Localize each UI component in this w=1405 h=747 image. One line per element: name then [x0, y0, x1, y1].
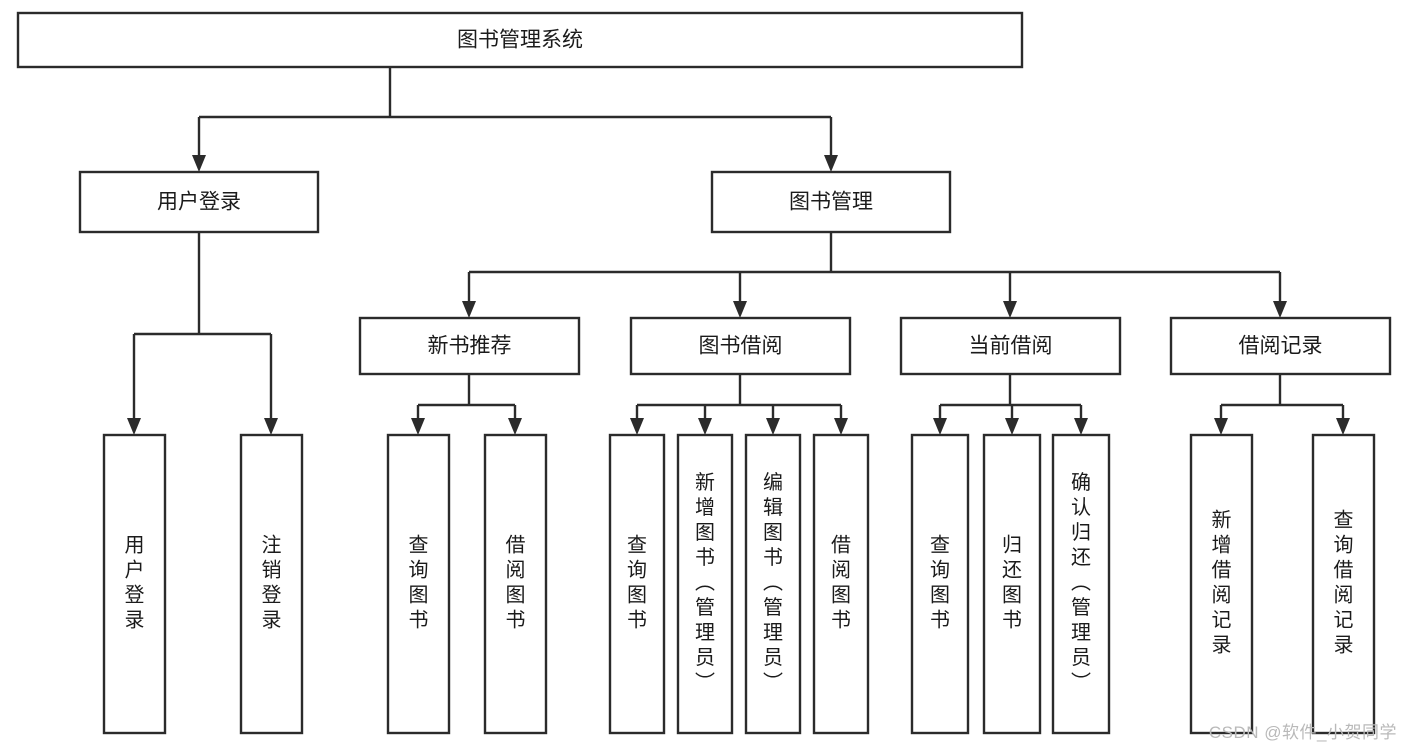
- node-book-borrow-box[interactable]: [629, 316, 852, 376]
- node-book-manage-label: 图书管理: [789, 191, 873, 214]
- node-new-book-recommend[interactable]: 新书推荐: [358, 316, 581, 376]
- node-leaf-return-book-box[interactable]: [982, 433, 1042, 735]
- node-leaf-confirm-return-label: 确认归还︵管理员︶: [1071, 471, 1091, 694]
- node-leaf-query-record-box[interactable]: [1311, 433, 1376, 735]
- node-leaf-query-book-current-label: 查询图书: [930, 534, 950, 632]
- node-leaf-edit-book-box[interactable]: [744, 433, 802, 735]
- node-leaf-add-record[interactable]: 新增借阅记录: [1189, 433, 1254, 735]
- node-new-book-recommend-label: 新书推荐: [428, 335, 512, 358]
- node-leaf-query-record-label: 查询借阅记录: [1334, 509, 1354, 657]
- node-leaf-add-book[interactable]: 新增图书︵管理员︶: [676, 433, 734, 735]
- arrow-head: [264, 418, 278, 435]
- node-leaf-query-book-borrow-label: 查询图书: [627, 534, 647, 632]
- node-user-login-label: 用户登录: [157, 191, 241, 214]
- arrow-head: [411, 418, 425, 435]
- node-leaf-return-book[interactable]: 归还图书: [982, 433, 1042, 735]
- node-book-manage-box[interactable]: [710, 170, 952, 234]
- node-borrow-record-box[interactable]: [1169, 316, 1392, 376]
- node-leaf-borrow-book-rec[interactable]: 借阅图书: [483, 433, 548, 735]
- node-leaf-user-login[interactable]: 用户登录: [102, 433, 167, 735]
- arrow-head: [698, 418, 712, 435]
- node-leaf-query-book-rec[interactable]: 查询图书: [386, 433, 451, 735]
- node-leaf-logout[interactable]: 注销登录: [239, 433, 304, 735]
- node-leaf-add-record-box[interactable]: [1189, 433, 1254, 735]
- node-leaf-borrow-book-rec-label: 借阅图书: [506, 534, 526, 632]
- arrow-head: [1336, 418, 1350, 435]
- node-leaf-query-book-borrow[interactable]: 查询图书: [608, 433, 666, 735]
- node-leaf-edit-book[interactable]: 编辑图书︵管理员︶: [744, 433, 802, 735]
- node-leaf-logout-label: 注销登录: [262, 534, 282, 632]
- arrow-head: [733, 301, 747, 318]
- node-borrow-record[interactable]: 借阅记录: [1169, 316, 1392, 376]
- arrow-head: [1003, 301, 1017, 318]
- node-current-borrow-box[interactable]: [899, 316, 1122, 376]
- arrow-head: [127, 418, 141, 435]
- connector-layer: [127, 67, 1350, 435]
- connector-root-to-level2: [192, 67, 838, 172]
- node-leaf-borrow-book-rec-box[interactable]: [483, 433, 548, 735]
- node-user-login-box[interactable]: [78, 170, 320, 234]
- arrow-head: [766, 418, 780, 435]
- node-root-label: 图书管理系统: [457, 29, 583, 52]
- connector-current-borrow-to-leaves: [933, 374, 1088, 435]
- node-leaf-query-book-borrow-box[interactable]: [608, 433, 666, 735]
- node-leaf-confirm-return[interactable]: 确认归还︵管理员︶: [1051, 433, 1111, 735]
- node-user-login[interactable]: 用户登录: [78, 170, 320, 234]
- node-new-book-recommend-box[interactable]: [358, 316, 581, 376]
- arrow-head: [824, 155, 838, 172]
- node-leaf-query-book-rec-box[interactable]: [386, 433, 451, 735]
- arrow-head: [1273, 301, 1287, 318]
- node-leaf-user-login-box[interactable]: [102, 433, 167, 735]
- connector-book-manage-to-level3: [462, 232, 1287, 318]
- node-leaf-edit-book-label: 编辑图书︵管理员︶: [763, 471, 783, 694]
- csdn-watermark: CSDN @软件_小贺同学: [1208, 723, 1397, 742]
- node-leaf-borrow-book-box[interactable]: [812, 433, 870, 735]
- node-book-borrow-label: 图书借阅: [699, 335, 783, 358]
- node-leaf-add-book-box[interactable]: [676, 433, 734, 735]
- node-leaf-borrow-book-label: 借阅图书: [831, 534, 851, 632]
- node-root[interactable]: 图书管理系统: [16, 11, 1024, 69]
- connector-new-book-to-leaves: [411, 374, 522, 435]
- node-layer: 图书管理系统用户登录图书管理新书推荐图书借阅当前借阅借阅记录用户登录注销登录查询…: [16, 11, 1392, 735]
- arrow-head: [462, 301, 476, 318]
- node-current-borrow[interactable]: 当前借阅: [899, 316, 1122, 376]
- node-leaf-add-record-label: 新增借阅记录: [1212, 509, 1232, 657]
- arrow-head: [933, 418, 947, 435]
- node-leaf-query-book-current[interactable]: 查询图书: [910, 433, 970, 735]
- arrow-head: [834, 418, 848, 435]
- node-leaf-query-record[interactable]: 查询借阅记录: [1311, 433, 1376, 735]
- node-leaf-user-login-label: 用户登录: [125, 535, 145, 632]
- node-book-borrow[interactable]: 图书借阅: [629, 316, 852, 376]
- connector-borrow-record-to-leaves: [1214, 374, 1350, 435]
- node-root-box[interactable]: [16, 11, 1024, 69]
- node-leaf-query-book-rec-label: 查询图书: [409, 534, 429, 632]
- arrow-head: [1005, 418, 1019, 435]
- node-leaf-borrow-book[interactable]: 借阅图书: [812, 433, 870, 735]
- node-leaf-logout-box[interactable]: [239, 433, 304, 735]
- node-borrow-record-label: 借阅记录: [1239, 335, 1323, 358]
- connector-book-borrow-to-leaves: [630, 374, 848, 435]
- node-leaf-return-book-label: 归还图书: [1002, 534, 1022, 632]
- node-leaf-add-book-label: 新增图书︵管理员︶: [695, 471, 715, 694]
- arrow-head: [630, 418, 644, 435]
- arrow-head: [1074, 418, 1088, 435]
- arrow-head: [1214, 418, 1228, 435]
- arrow-head: [508, 418, 522, 435]
- node-leaf-confirm-return-box[interactable]: [1051, 433, 1111, 735]
- node-book-manage[interactable]: 图书管理: [710, 170, 952, 234]
- node-leaf-query-book-current-box[interactable]: [910, 433, 970, 735]
- arrow-head: [192, 155, 206, 172]
- connector-user-login-to-leaves: [127, 232, 278, 435]
- node-current-borrow-label: 当前借阅: [969, 335, 1053, 358]
